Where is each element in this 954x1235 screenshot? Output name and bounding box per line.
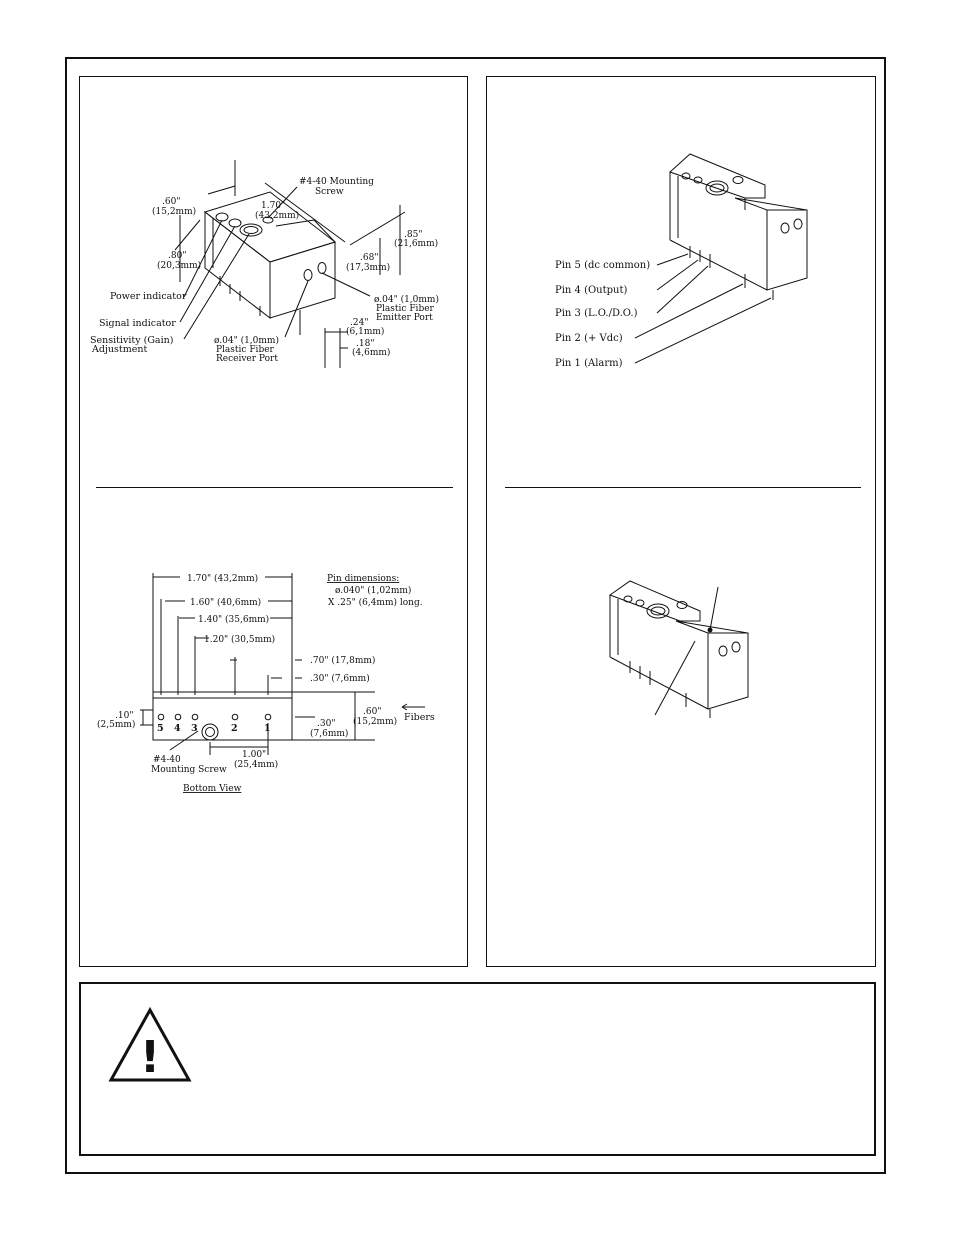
pin-number-4: 4 (174, 723, 181, 734)
receiver-port-label-1: ø.04" (1,0mm) (214, 335, 279, 346)
dim-024-mm: (6,1mm) (346, 326, 384, 337)
dim-068-mm: (17,3mm) (346, 262, 390, 273)
pin-number-1: 1 (264, 723, 271, 734)
dim-140: 1.40" (35,6mm) (198, 614, 269, 625)
dim-010-mm: (2,5mm) (97, 719, 135, 730)
pin-2-label: Pin 2 (+ Vdc) (555, 333, 623, 344)
dim-170-in: 1.70" (261, 201, 285, 211)
receiver-port-label-3: Receiver Port (216, 354, 278, 364)
pin-dim-1: ø.040" (1,02mm) (335, 585, 411, 596)
warning-symbol: ! (140, 1032, 160, 1083)
pin-1-label: Pin 1 (Alarm) (555, 358, 623, 369)
left-panel (79, 76, 468, 967)
dim-060-mm: (15,2mm) (353, 716, 397, 727)
power-indicator-label: Power indicator (110, 291, 187, 302)
dim-068-in: .68" (360, 253, 378, 263)
mount-label-1: #4-40 (153, 755, 181, 765)
signal-indicator-label: Signal indicator (99, 318, 176, 329)
mount-label-2: Mounting Screw (151, 765, 227, 775)
dim-018-mm: (4,6mm) (352, 347, 390, 358)
dim-060-mm: (15,2mm) (152, 206, 196, 217)
dim-030b-in: .30" (317, 719, 335, 729)
mounting-screw-label-1: #4-40 Mounting (299, 177, 374, 187)
bottom-view-drawing: 1.70" (43,2mm) 1.60" (40,6mm) 1.40" (35,… (97, 573, 435, 794)
left-divider (96, 487, 453, 488)
pin-dim-title: Pin dimensions: (327, 574, 399, 584)
pin-5-label: Pin 5 (dc common) (555, 260, 650, 271)
dim-085-in: .85" (404, 230, 422, 240)
dim-100-in: 1.00" (242, 750, 266, 760)
pin-number-5: 5 (157, 723, 164, 734)
dim-080-in: .80" (168, 251, 186, 261)
dim-085-mm: (21,6mm) (394, 238, 438, 249)
warning-icon: ! (108, 1006, 192, 1083)
pin-4-label: Pin 4 (Output) (555, 285, 628, 296)
page-frame (65, 57, 886, 1174)
dim-070: .70" (17,8mm) (310, 655, 375, 666)
dim-160: 1.60" (40,6mm) (190, 597, 261, 608)
pin-dim-2: X .25" (6,4mm) long. (328, 597, 423, 608)
dim-018-in: .18" (356, 339, 374, 349)
sensitivity-label-2: Adjustment (91, 344, 147, 355)
fibers-label: Fibers (404, 712, 435, 723)
bottom-view-label: Bottom View (183, 784, 242, 794)
emitter-port-label-2: Plastic Fiber (376, 304, 435, 314)
dim-100-mm: (25,4mm) (234, 759, 278, 770)
dim-024-in: .24" (350, 318, 368, 328)
emitter-port-label-1: ø.04" (1,0mm) (374, 294, 439, 305)
emitter-port-label-3: Emitter Port (376, 313, 433, 323)
pinout-drawing: Pin 5 (dc common) Pin 4 (Output) Pin 3 (… (555, 153, 808, 369)
isometric-view-drawing (608, 580, 749, 718)
dim-170: 1.70" (43,2mm) (187, 573, 258, 584)
dim-010-in: .10" (115, 711, 133, 721)
dim-170-mm: (43,2mm) (255, 210, 299, 221)
dim-030b-mm: (7,6mm) (310, 728, 348, 739)
mounting-screw-label-2: Screw (315, 187, 344, 197)
dimension-drawing: #4-40 Mounting Screw .60" (15,2mm) 1.70"… (90, 160, 439, 368)
dim-120: 1.20" (30,5mm) (204, 634, 275, 645)
dim-060-in: .60" (162, 197, 180, 207)
pin-3-label: Pin 3 (L.O./D.O.) (555, 308, 638, 319)
right-panel (486, 76, 876, 967)
sensitivity-label-1: Sensitivity (Gain) (90, 335, 173, 346)
dim-060-in: .60" (363, 707, 381, 717)
right-divider (505, 487, 861, 488)
dim-080-mm: (20,3mm) (157, 260, 201, 271)
warning-box (79, 982, 876, 1156)
pin-number-3: 3 (191, 723, 198, 734)
pin-number-2: 2 (231, 723, 238, 734)
receiver-port-label-2: Plastic Fiber (216, 345, 275, 355)
dim-030a: .30" (7,6mm) (310, 673, 370, 684)
